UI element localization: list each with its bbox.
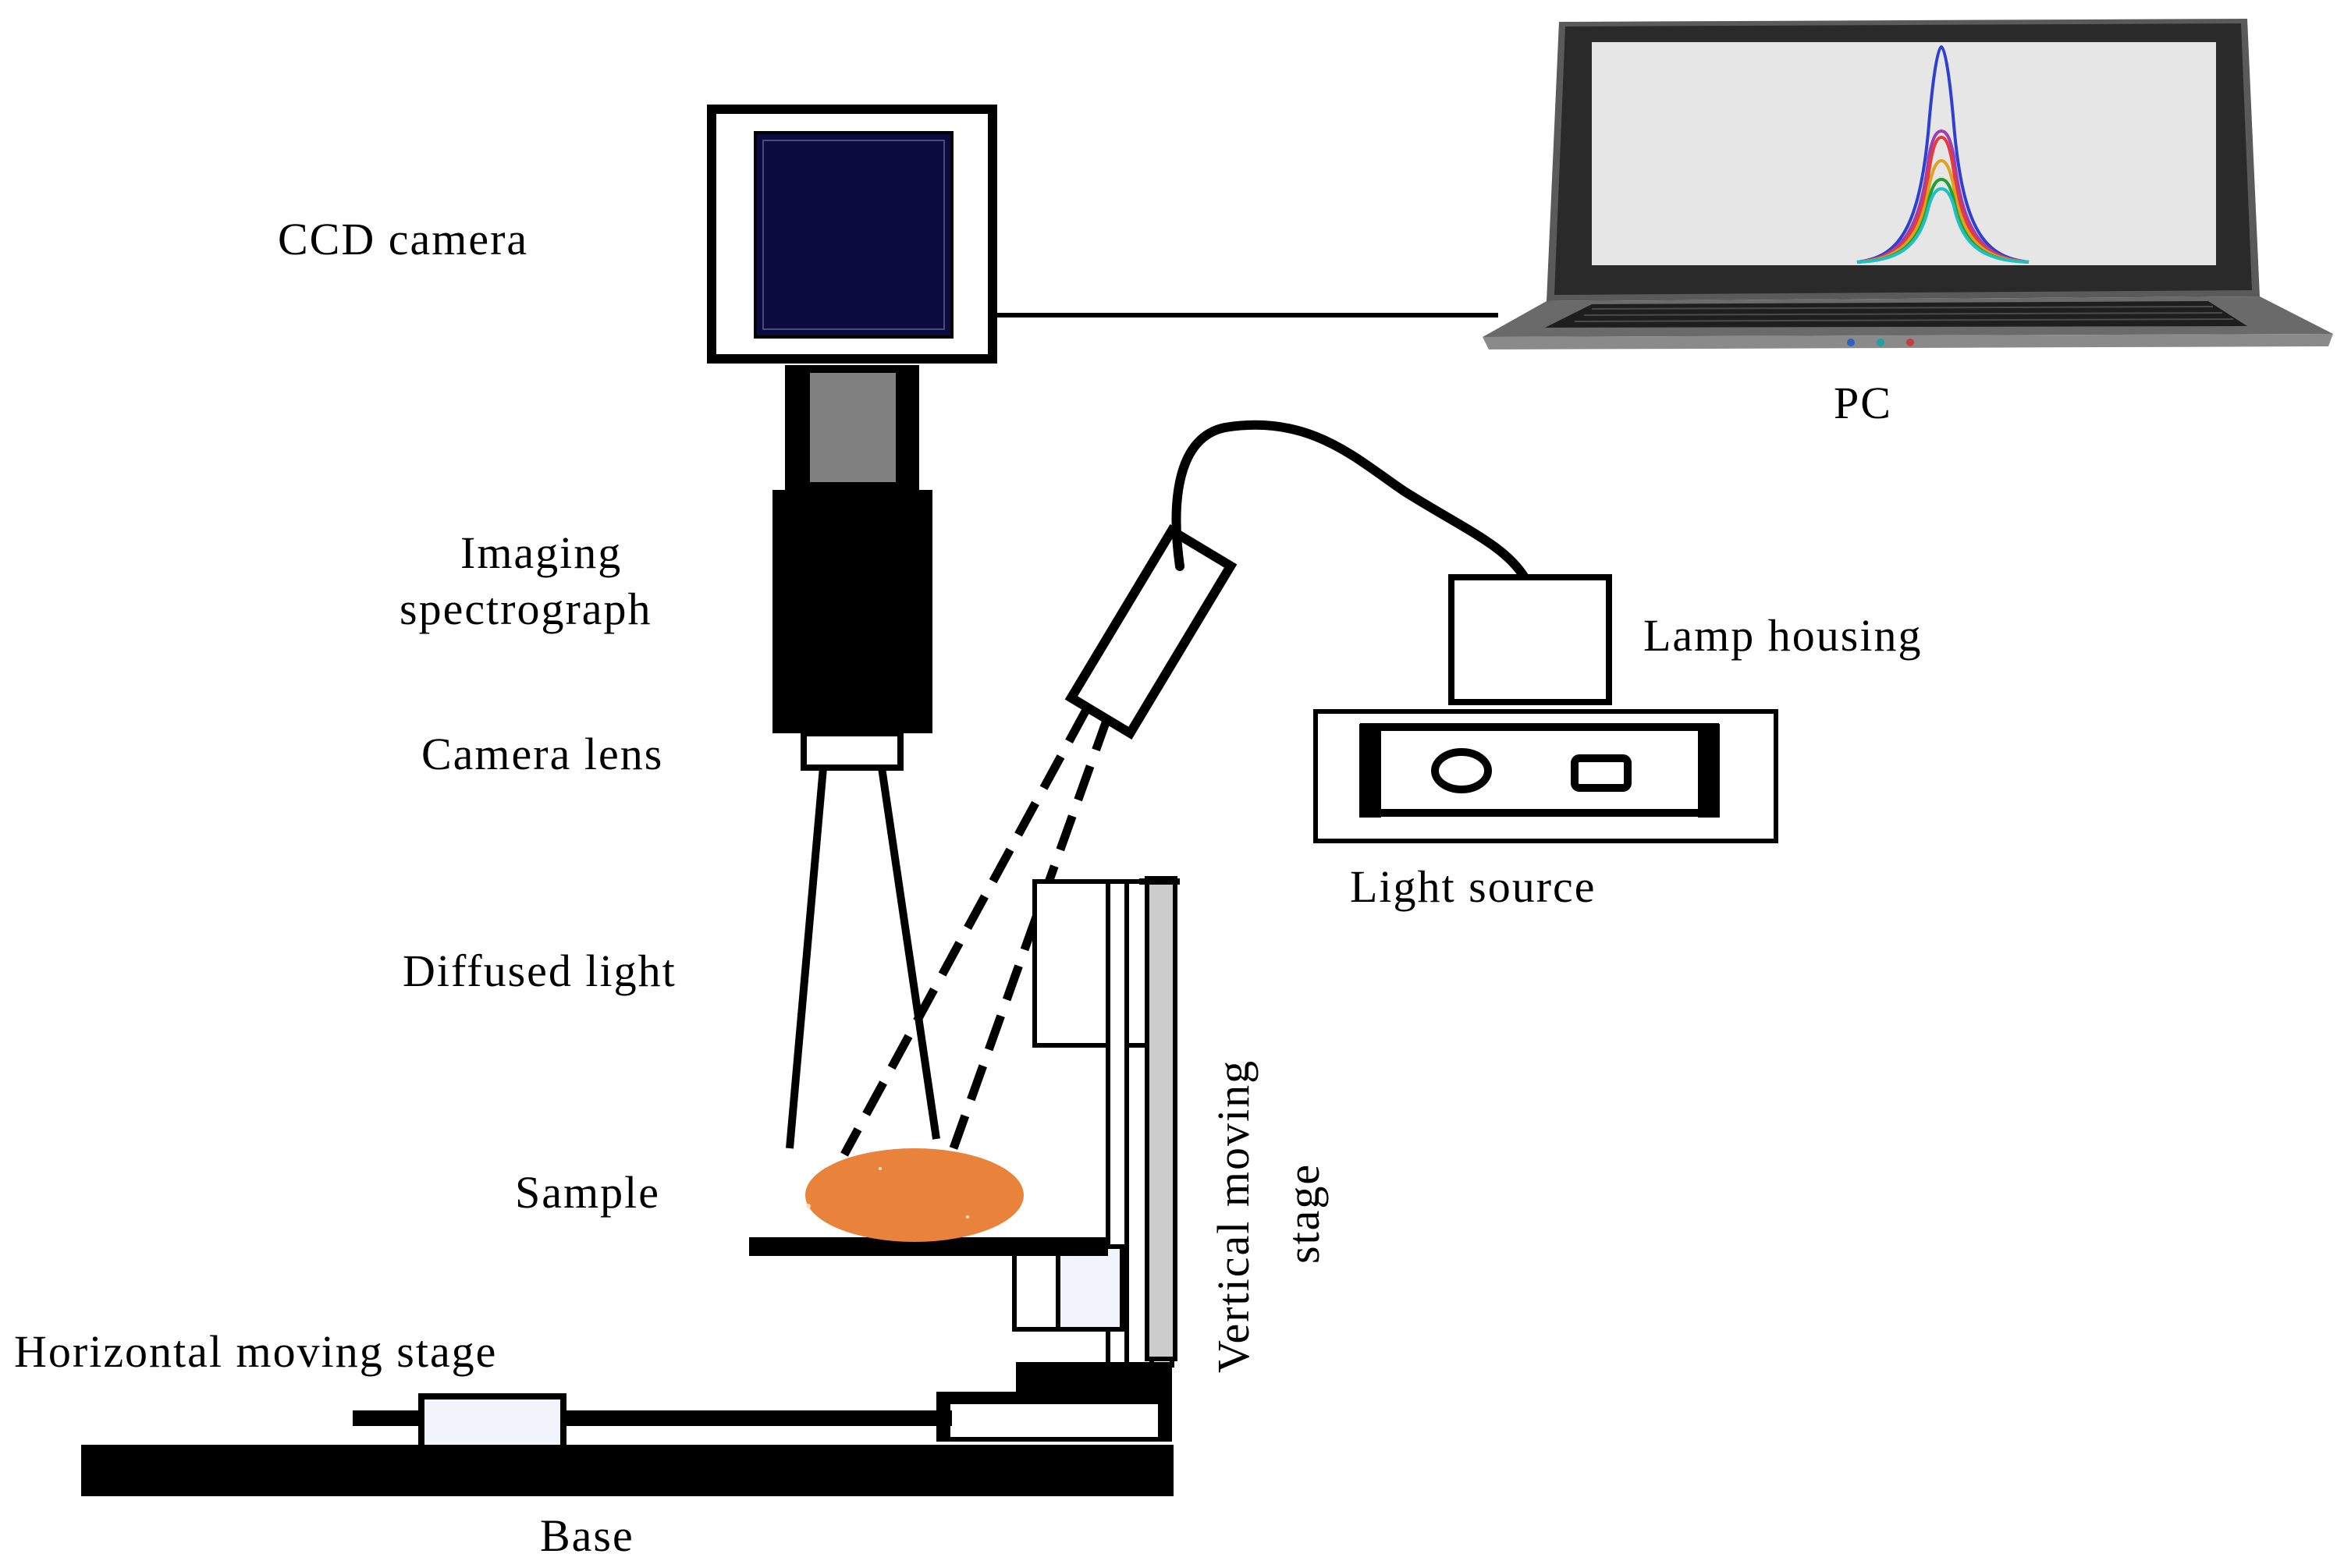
fiber-optic-cable: [1171, 420, 1530, 584]
laptop-icon: [1483, 19, 2333, 349]
lamp-housing: [1448, 574, 1612, 705]
switch-icon: [1571, 754, 1632, 792]
label-lamp-housing: Lamp housing: [1643, 610, 1922, 661]
label-sample: Sample: [515, 1167, 660, 1218]
label-base: Base: [540, 1510, 634, 1561]
camera-lens: [801, 730, 904, 771]
label-imaging-spectrograph-line1: Imaging: [460, 527, 622, 578]
spectrum-curves: [1856, 44, 2030, 264]
horizontal-moving-stage: [353, 1362, 1172, 1451]
label-pc: PC: [1834, 378, 1892, 428]
light-source: [1313, 709, 1778, 843]
label-camera-lens: Camera lens: [421, 729, 663, 779]
label-diffused-light: Diffused light: [403, 945, 677, 996]
ccd-camera: [707, 105, 997, 364]
field-of-view-lines: [786, 767, 940, 1149]
base: [81, 1445, 1174, 1496]
label-horizontal-stage: Horizontal moving stage: [14, 1326, 497, 1377]
label-vertical-stage-line1: Vertical moving: [1208, 1059, 1259, 1373]
label-vertical-stage-line2: stage: [1278, 1163, 1329, 1264]
label-imaging-spectrograph-line2: spectrograph: [400, 584, 652, 634]
vertical-moving-stage: [1012, 876, 1180, 1368]
vertical-rail: [1145, 876, 1177, 1361]
label-light-source: Light source: [1350, 861, 1596, 912]
label-ccd-camera: CCD camera: [278, 214, 528, 264]
lamp-head: [1064, 523, 1238, 740]
keyboard-keys: [1574, 306, 2234, 322]
imaging-spectrograph: [772, 365, 932, 733]
light-beam-lines: [840, 708, 1113, 1157]
sample: [805, 1148, 1024, 1242]
knob-icon: [1431, 748, 1492, 793]
